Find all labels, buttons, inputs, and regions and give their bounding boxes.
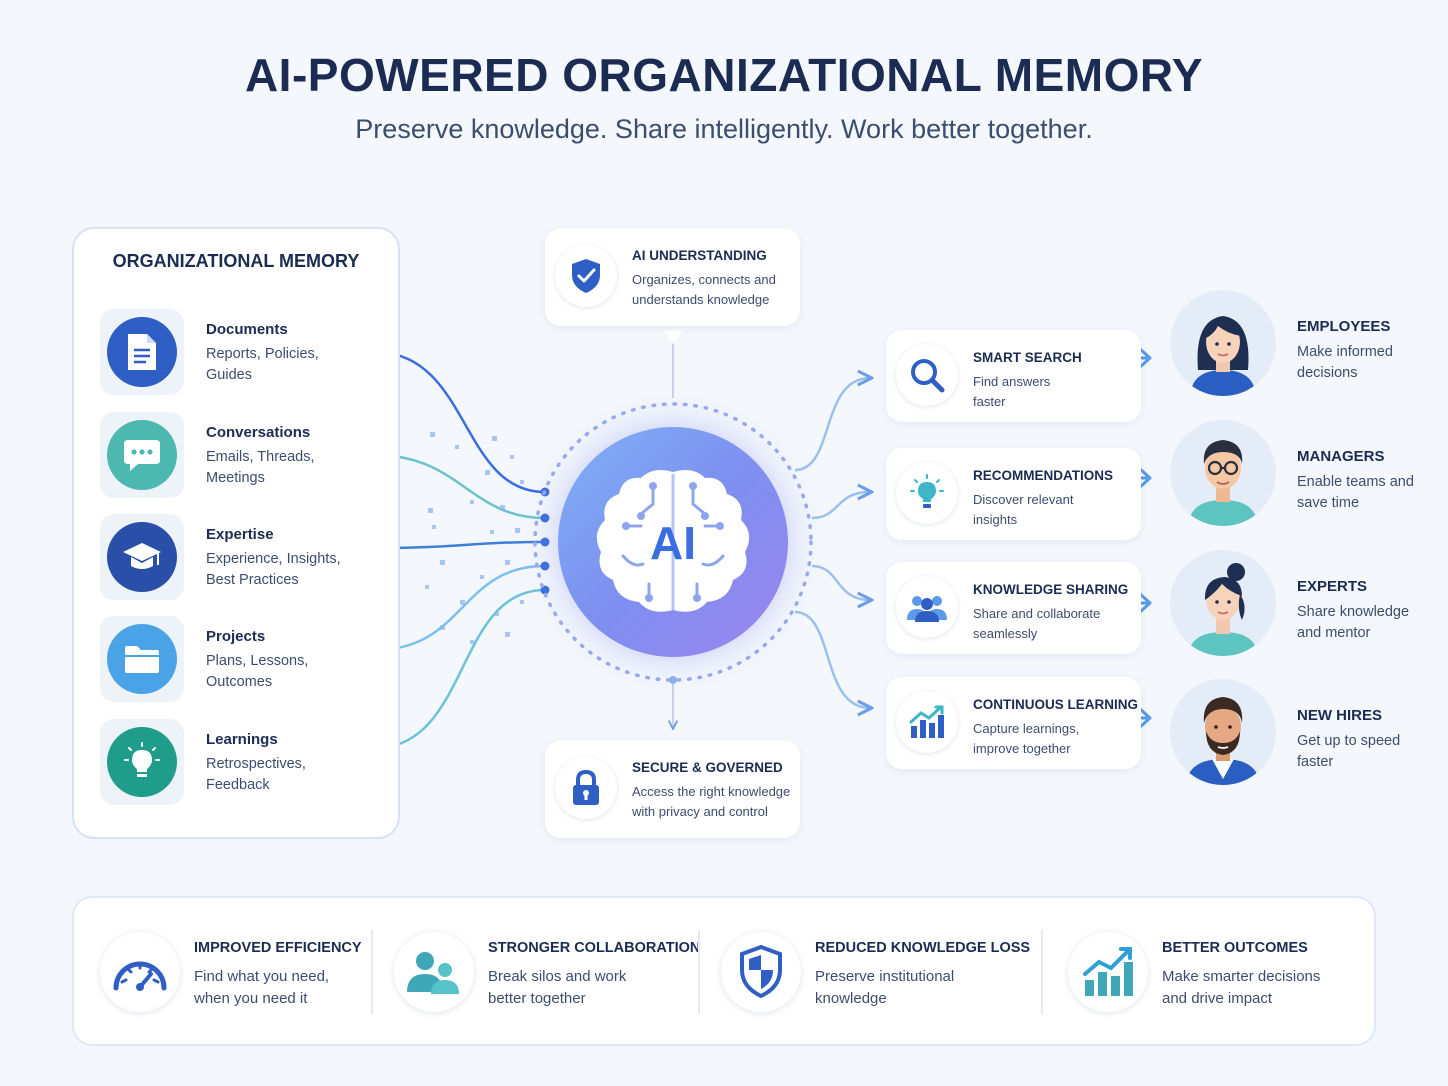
source-projects: Projects Plans, Lessons, Outcomes [100, 616, 390, 702]
organizational-memory-panel: ORGANIZATIONAL MEMORY Documents Reports,… [72, 227, 400, 839]
benefit-desc: Preserve institutional knowledge [815, 968, 955, 1007]
lightbulb-icon [896, 462, 958, 524]
expert-avatar-icon [1170, 550, 1276, 656]
benefit-title: BETTER OUTCOMES [1162, 940, 1308, 956]
persona-title: EXPERTS [1297, 578, 1368, 595]
connector-node [540, 585, 550, 595]
team-icon [394, 932, 474, 1012]
source-title: Expertise [206, 526, 274, 543]
source-conversations: Conversations Emails, Threads, Meetings [100, 412, 390, 498]
capability-desc: Share and collaborate seamlessly [973, 606, 1101, 641]
persona-desc: Get up to speed faster [1297, 733, 1401, 770]
source-expertise: Expertise Experience, Insights, Best Pra… [100, 514, 390, 600]
connector-knowledge-sharing [811, 564, 870, 600]
persona-title: NEW HIRES [1297, 707, 1383, 724]
source-title: Projects [206, 628, 266, 645]
new-hire-avatar-icon [1170, 679, 1276, 785]
benefit-title: STRONGER COLLABORATION [488, 940, 701, 956]
benefit-divider [371, 930, 373, 1014]
benefits-bar: IMPROVED EFFICIENCY Find what you need, … [72, 896, 1376, 1046]
people-icon [896, 576, 958, 638]
persona-desc: Share knowledge and mentor [1297, 604, 1410, 641]
data-particles [425, 432, 524, 644]
secure-governed-card: SECURE & GOVERNED Access the right knowl… [545, 740, 800, 838]
benefit-title: REDUCED KNOWLEDGE LOSS [815, 940, 1031, 956]
source-learnings: Learnings Retrospectives, Feedback [100, 719, 390, 805]
shield-check-icon [555, 245, 617, 307]
capability-title: CONTINUOUS LEARNING [973, 697, 1138, 712]
connector-recommendations [811, 492, 870, 520]
persona-desc: Make informed decisions [1297, 344, 1393, 381]
manager-avatar-icon [1170, 420, 1276, 526]
connector-projects [374, 564, 546, 652]
capability-recommendations: RECOMMENDATIONS Discover relevant insigh… [886, 448, 1141, 540]
shield-icon [721, 932, 801, 1012]
capability-continuous-learning: CONTINUOUS LEARNING Capture learnings, i… [886, 677, 1141, 769]
card-desc: Organizes, connects and understands know… [632, 272, 776, 307]
capability-desc: Find answers faster [973, 374, 1051, 409]
connector-node [540, 513, 550, 523]
source-documents: Documents Reports, Policies, Guides [100, 309, 390, 395]
benefit-desc: Make smarter decisions and drive impact [1162, 968, 1321, 1007]
card-title: AI UNDERSTANDING [632, 248, 767, 263]
card-title: SECURE & GOVERNED [632, 760, 783, 775]
source-title: Documents [206, 321, 288, 338]
persona-title: EMPLOYEES [1297, 318, 1391, 335]
panel-title: ORGANIZATIONAL MEMORY [112, 251, 360, 271]
capability-title: SMART SEARCH [973, 350, 1082, 365]
connector-continuous-learning [794, 610, 870, 708]
employee-avatar-icon [1170, 290, 1276, 396]
source-desc: Experience, Insights, Best Practices [206, 551, 341, 588]
capability-desc: Capture learnings, improve together [973, 721, 1080, 756]
source-desc: Emails, Threads, Meetings [206, 449, 315, 486]
source-desc: Reports, Policies, Guides [206, 346, 319, 383]
benefit-title: IMPROVED EFFICIENCY [194, 940, 362, 956]
connector-documents [374, 350, 546, 494]
benefit-desc: Break silos and work better together [488, 968, 627, 1007]
connector-expertise [374, 540, 546, 550]
benefit-divider [698, 930, 700, 1014]
document-icon [107, 317, 177, 387]
graduation-cap-icon [107, 522, 177, 592]
connector-node [540, 487, 550, 497]
capability-desc: Discover relevant insights [973, 492, 1074, 527]
benefit-desc: Find what you need, when you need it [194, 968, 330, 1007]
connector-conversations [374, 453, 546, 520]
connector-node [540, 561, 550, 571]
source-title: Learnings [206, 731, 278, 748]
source-desc: Plans, Lessons, Outcomes [206, 653, 309, 690]
connector-learnings [374, 588, 546, 750]
ai-label: AI [650, 517, 696, 569]
persona-experts: EXPERTS Share knowledge and mentor [1170, 550, 1440, 658]
capability-title: RECOMMENDATIONS [973, 468, 1113, 483]
speedometer-icon [100, 932, 180, 1012]
capability-knowledge-sharing: KNOWLEDGE SHARING Share and collaborate … [886, 562, 1141, 654]
lock-icon [555, 757, 617, 819]
lightbulb-icon [107, 727, 177, 797]
chat-bubble-icon [107, 420, 177, 490]
card-desc: Access the right knowledge with privacy … [632, 784, 791, 819]
persona-new-hires: NEW HIRES Get up to speed faster [1170, 679, 1440, 787]
source-title: Conversations [206, 424, 311, 441]
growth-chart-icon [896, 691, 958, 753]
page-subtitle: Preserve knowledge. Share intelligently.… [355, 114, 1093, 144]
source-desc: Retrospectives, Feedback [206, 756, 306, 793]
folder-icon [107, 624, 177, 694]
connector-smart-search [794, 378, 870, 472]
persona-employees: EMPLOYEES Make informed decisions [1170, 290, 1440, 398]
capability-smart-search: SMART SEARCH Find answers faster [886, 330, 1141, 422]
persona-title: MANAGERS [1297, 448, 1385, 465]
page-title: AI-POWERED ORGANIZATIONAL MEMORY [244, 49, 1204, 101]
brain-icon [596, 470, 750, 612]
ai-understanding-card: AI UNDERSTANDING Organizes, connects and… [545, 228, 800, 326]
persona-managers: MANAGERS Enable teams and save time [1170, 420, 1440, 528]
search-icon [896, 344, 958, 406]
connector-node [540, 537, 550, 547]
bar-chart-icon [1068, 932, 1148, 1012]
persona-desc: Enable teams and save time [1297, 474, 1414, 511]
benefit-divider [1041, 930, 1043, 1014]
capability-title: KNOWLEDGE SHARING [973, 582, 1129, 597]
